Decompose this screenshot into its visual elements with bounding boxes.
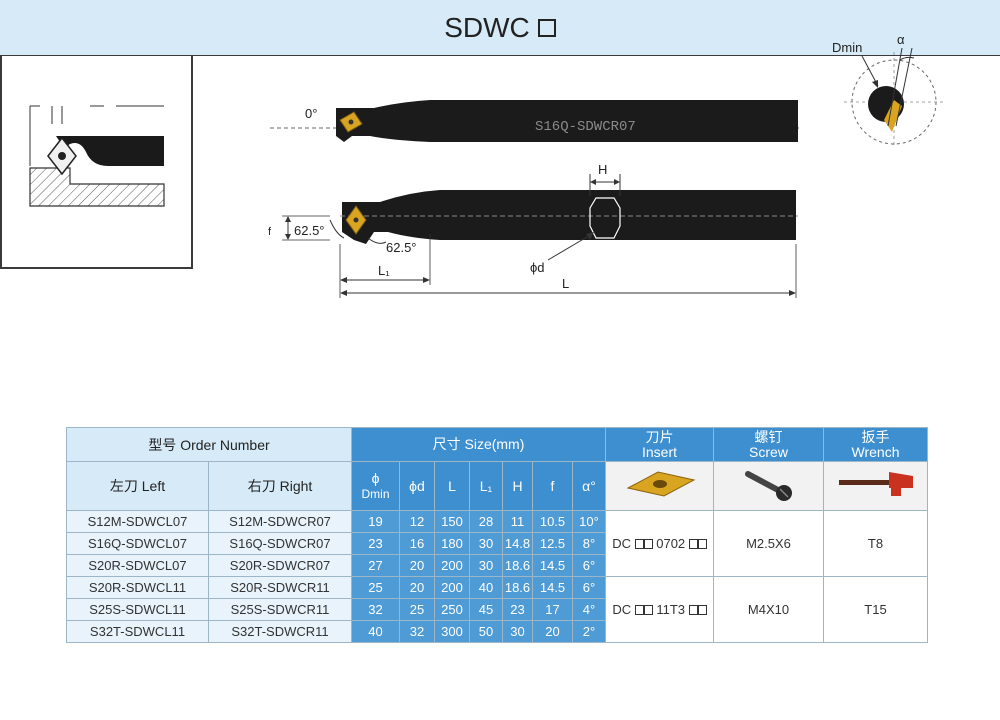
angle-0-label: 0°	[305, 106, 318, 121]
title-box: SDWC	[0, 0, 1000, 269]
screw-size-2: M4X10	[713, 576, 824, 643]
wrench-size-1: T8	[823, 510, 928, 577]
insert-image	[605, 461, 714, 511]
dmin-label: Dmin	[832, 40, 863, 55]
dim-f-label: f	[268, 226, 272, 238]
wrench-image	[823, 461, 928, 511]
header-order-number: 型号 Order Number	[66, 427, 352, 462]
dim-H-label: H	[598, 162, 608, 177]
shank-engraving: S16Q-SDWCR07	[535, 119, 636, 135]
screw-icon	[744, 470, 792, 501]
header-right: 右刀 Right	[208, 461, 352, 511]
dmin-detail-icon	[844, 47, 944, 146]
header-left: 左刀 Left	[66, 461, 209, 511]
header-L: L	[434, 461, 470, 511]
insert-code-2: DC 11T3	[605, 576, 714, 643]
alpha-label: α	[897, 32, 905, 47]
header-f: f	[532, 461, 573, 511]
tool-dimension-view	[282, 174, 798, 298]
header-d: ϕd	[399, 461, 435, 511]
header-L1: L₁	[469, 461, 503, 511]
wrench-icon	[838, 471, 913, 496]
title-text: SDWC	[444, 11, 530, 43]
angle-a-label: 62.5°	[294, 223, 325, 238]
title-band: SDWC	[0, 0, 1000, 56]
machining-sketch-icon	[29, 105, 165, 207]
header-alpha: α°	[572, 461, 606, 511]
header-H: H	[502, 461, 533, 511]
angle-b-label: 62.5°	[386, 240, 417, 255]
insert-icon	[626, 470, 695, 497]
dim-L-label: L	[562, 276, 570, 291]
insert-code-1: DC 0702	[605, 510, 714, 577]
dim-L1-label: L₁	[378, 263, 390, 278]
dim-d-label: ϕd	[530, 260, 545, 275]
screw-image	[713, 461, 824, 511]
wrench-size-2: T15	[823, 576, 928, 643]
tool-top-view: S16Q-SDWCR07	[270, 100, 800, 142]
screw-size-1: M2.5X6	[713, 510, 824, 577]
title-square-icon	[537, 18, 556, 37]
header-size: 尺寸 Size(mm)	[351, 427, 606, 462]
